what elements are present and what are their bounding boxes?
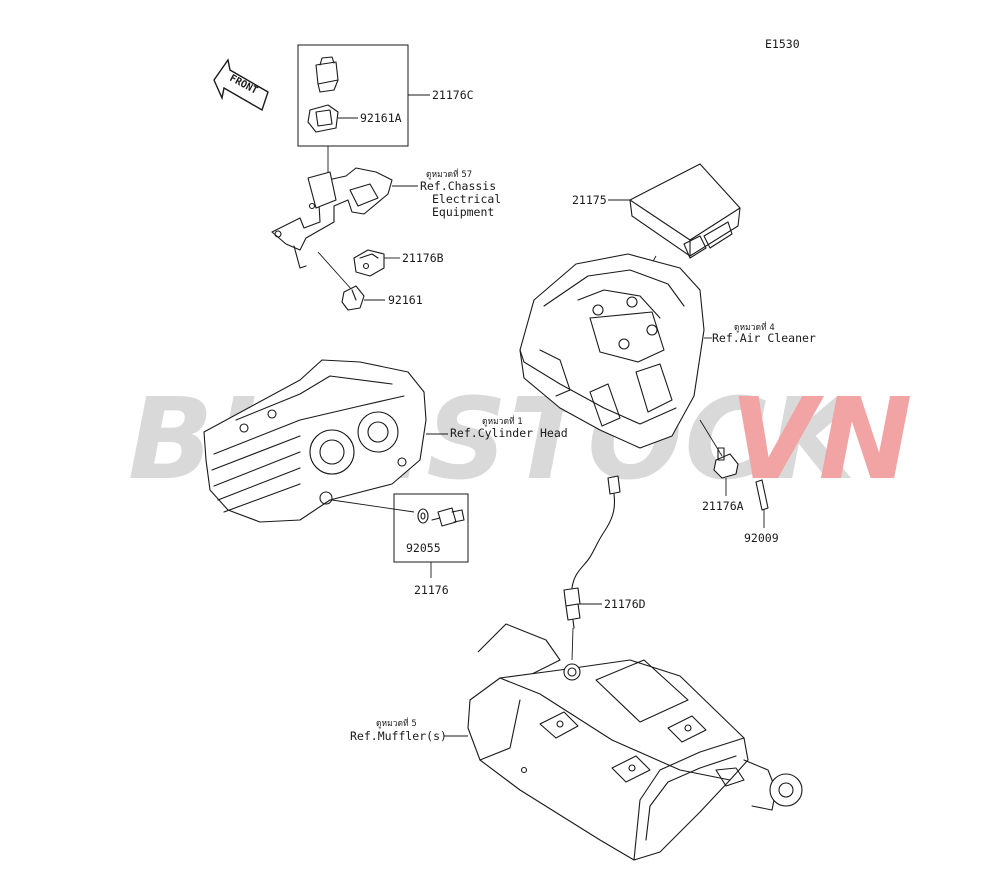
part-number-92161A: 92161A: [360, 111, 402, 125]
front-arrow-icon: FRONT: [213, 58, 269, 112]
ecu-21175-icon: [608, 163, 741, 259]
part-number-21176: 21176: [414, 583, 449, 597]
part-number-92161: 92161: [388, 293, 423, 307]
ref-chassis-line2: Electrical: [432, 192, 501, 206]
connector-21176C-icon: [315, 56, 339, 93]
part-number-21176D: 21176D: [604, 597, 646, 611]
diagram-code: E1530: [765, 37, 800, 51]
group-box-21176C: [297, 44, 430, 147]
ref-cylinder-head-line1: Ref.Cylinder Head: [450, 426, 568, 440]
screw-92009-icon: [755, 479, 769, 528]
sensor-21176B-icon: [353, 249, 400, 277]
group-box-21176: [331, 493, 469, 578]
muffler-icon: [444, 623, 803, 861]
grommet-92161A-icon: [307, 104, 358, 133]
washer-92055-icon: [417, 508, 429, 524]
ref-muffler-line1: Ref.Muffler(s): [350, 729, 447, 743]
part-number-21176C: 21176C: [432, 88, 474, 102]
part-number-92009: 92009: [744, 531, 779, 545]
ref-chassis-section: ดูหมวดที่ 57: [426, 168, 472, 180]
temperature-sensor-21176-icon: [431, 507, 465, 527]
ref-air-cleaner-line1: Ref.Air Cleaner: [712, 331, 816, 345]
ref-muffler-section: ดูหมวดที่ 5: [376, 717, 417, 729]
sensor-21176A-icon: [699, 419, 739, 496]
ref-chassis-line1: Ref.Chassis: [420, 179, 496, 193]
bolt-92161-icon: [317, 251, 385, 311]
sensor-bracket-icon: [271, 146, 418, 269]
part-number-21175: 21175: [572, 193, 607, 207]
cylinder-head-icon: [203, 359, 448, 523]
air-cleaner-housing-icon: [519, 253, 712, 449]
ref-air-cleaner-section: ดูหมวดที่ 4: [734, 321, 775, 333]
part-number-21176A: 21176A: [702, 499, 744, 513]
part-number-21176B: 21176B: [402, 251, 444, 265]
ref-cylinder-head-section: ดูหมวดที่ 1: [482, 415, 523, 427]
part-number-92055: 92055: [406, 541, 441, 555]
ref-chassis-line3: Equipment: [432, 205, 494, 219]
oxygen-sensor-21176D-icon: [563, 475, 621, 661]
